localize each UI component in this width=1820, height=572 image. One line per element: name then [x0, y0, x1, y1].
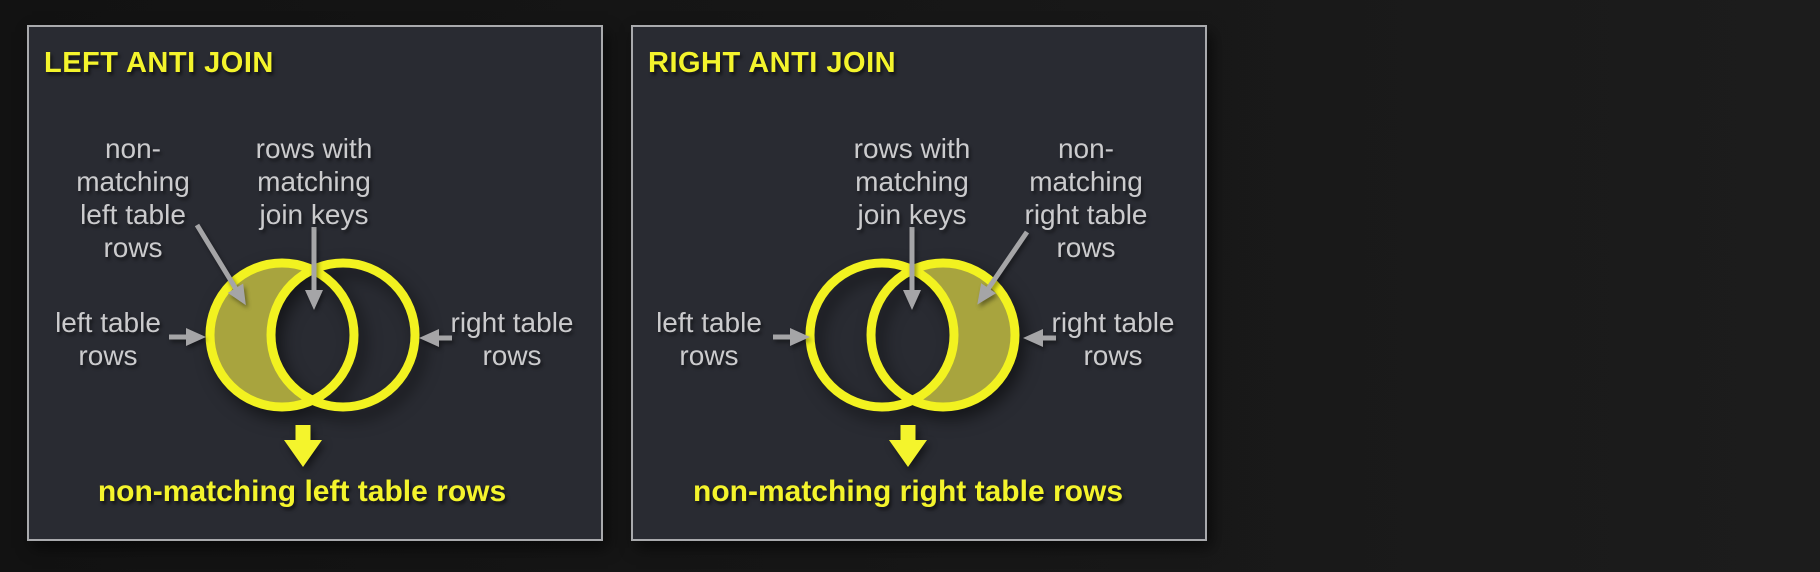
label-line: matching: [1029, 166, 1143, 197]
label-line: rows with: [255, 133, 373, 164]
label-line: rows: [679, 340, 739, 371]
label-matching-join-keys: rows with matching join keys: [256, 132, 373, 231]
diagonal-arrow-icon: [977, 230, 1030, 305]
result-down-arrow-icon: [284, 425, 322, 467]
annotation-arrows: [773, 227, 1056, 347]
label-line: join keys: [857, 199, 967, 230]
label-line: rows: [1083, 340, 1143, 371]
label-left-table-rows: left table rows: [656, 306, 762, 372]
label-line: matching: [257, 166, 371, 197]
panel-left-anti-join: LEFT ANTI JOIN non- matching left table …: [27, 25, 603, 541]
label-line: right table: [450, 307, 574, 338]
label-line: rows: [1056, 232, 1116, 263]
panel-right-anti-join: RIGHT ANTI JOIN rows with matching join …: [631, 25, 1207, 541]
result-caption: non-matching left table rows: [97, 475, 507, 508]
label-line: rows with: [853, 133, 971, 164]
right-table-circle: [866, 258, 1020, 412]
label-line: right table: [1051, 307, 1175, 338]
label-line: rows: [482, 340, 542, 371]
label-line: right table: [1024, 199, 1148, 230]
label-matching-join-keys: rows with matching join keys: [854, 132, 971, 231]
label-line: join keys: [259, 199, 369, 230]
left-table-circle: [805, 258, 959, 412]
diagonal-arrow-icon: [194, 223, 246, 306]
right-table-circle: [266, 258, 420, 412]
left-table-circle: [205, 258, 359, 412]
label-non-matching-right-rows: non- matching right table rows: [1025, 132, 1148, 264]
label-line: rows: [103, 232, 163, 263]
label-line: matching: [76, 166, 190, 197]
result-caption: non-matching right table rows: [692, 475, 1124, 508]
page-title: LEFT ANTI JOIN: [44, 47, 274, 79]
label-non-matching-left-rows: non- matching left table rows: [76, 132, 190, 264]
label-line: matching: [855, 166, 969, 197]
annotation-arrows: [169, 223, 452, 347]
label-line: left table: [80, 199, 186, 230]
label-right-table-rows: right table rows: [1052, 306, 1175, 372]
label-right-table-rows: right table rows: [451, 306, 574, 372]
label-line: non-: [104, 133, 162, 164]
result-down-arrow-icon: [889, 425, 927, 467]
label-line: left table: [55, 307, 161, 338]
page-title: RIGHT ANTI JOIN: [648, 47, 897, 79]
label-line: left table: [656, 307, 762, 338]
venn-diagram-left-anti-join: [169, 223, 452, 467]
venn-diagram-right-anti-join: [773, 227, 1056, 467]
label-line: rows: [78, 340, 138, 371]
label-left-table-rows: left table rows: [55, 306, 161, 372]
label-line: non-: [1057, 133, 1115, 164]
